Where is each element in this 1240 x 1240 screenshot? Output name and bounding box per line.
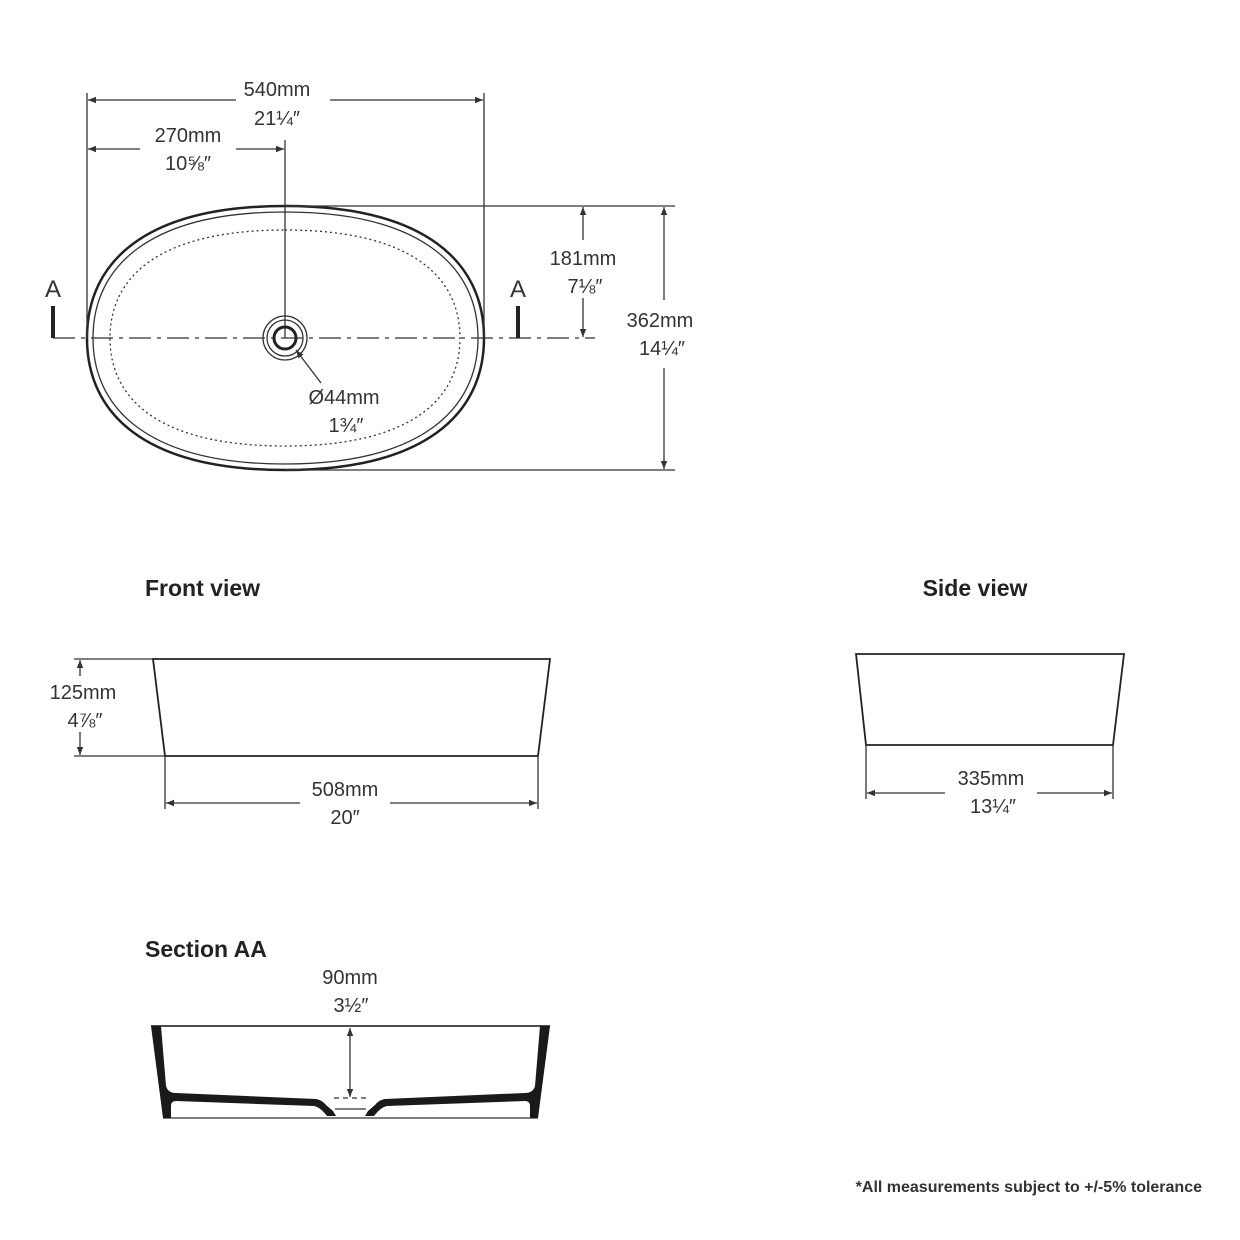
base-width-in: 13¼″ [970, 796, 1016, 818]
section-marker-left: A [45, 276, 61, 303]
front-view-title: Front view [145, 575, 260, 601]
base-length-in: 20″ [330, 807, 359, 829]
overall-length-in: 21¼″ [254, 108, 300, 130]
section-aa: Section AA 90mm 3½″ [145, 936, 550, 1119]
section-marker-right: A [510, 276, 526, 303]
half-width-in: 7⅛″ [568, 276, 603, 298]
depth-in: 3½″ [334, 995, 369, 1017]
drain-icon [262, 315, 308, 361]
height-mm: 125mm [50, 682, 117, 704]
front-view-outline [151, 658, 552, 757]
side-view-outline [854, 653, 1126, 746]
front-view: Front view 125mm 4⅞″ 508mm 20″ [50, 575, 552, 829]
section-right-wall [365, 1026, 550, 1118]
half-length-mm: 270mm [155, 125, 222, 147]
depth-mm: 90mm [322, 967, 378, 989]
overall-width-in: 14¼″ [639, 338, 685, 360]
base-length-mm: 508mm [312, 779, 379, 801]
drain-diameter-mm: Ø44mm [308, 387, 379, 409]
overall-length-mm: 540mm [244, 79, 311, 101]
base-width-mm: 335mm [958, 768, 1025, 790]
section-aa-title: Section AA [145, 936, 267, 962]
tolerance-footnote: *All measurements subject to +/-5% toler… [856, 1179, 1202, 1196]
basin-inner-rim [92, 211, 479, 465]
half-width-mm: 181mm [550, 248, 617, 270]
half-length-in: 10⅝″ [165, 153, 211, 175]
basin-bowl-dotted [109, 229, 461, 447]
side-view-title: Side view [923, 575, 1028, 601]
drain-diameter-in: 1¾″ [329, 415, 364, 437]
section-left-wall [151, 1026, 336, 1118]
top-view: 540mm 21¼″ 270mm 10⅝″ 181mm 7⅛″ 362mm 14… [45, 79, 694, 472]
height-in: 4⅞″ [68, 710, 103, 732]
overall-width-mm: 362mm [627, 310, 694, 332]
drain-leader [295, 349, 322, 384]
side-view: Side view 335mm 13¼″ [854, 575, 1126, 818]
